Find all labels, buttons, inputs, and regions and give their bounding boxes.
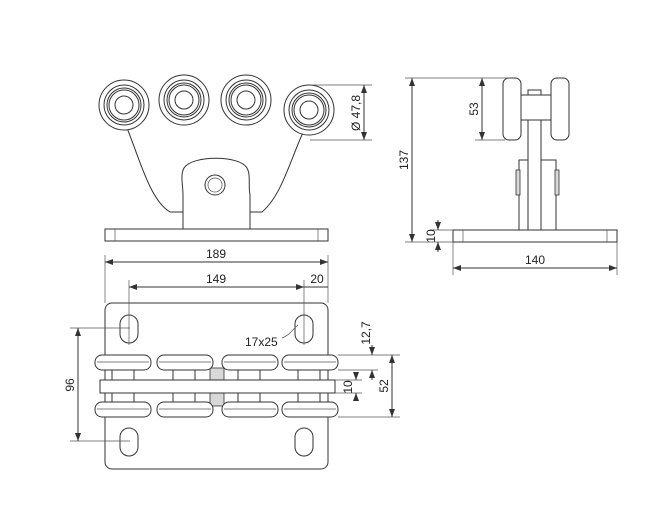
pivot-lug — [181, 157, 251, 229]
side-wheel — [550, 77, 570, 141]
mounting-slot — [119, 427, 139, 457]
bar-thickness-label: 10 — [341, 380, 355, 394]
side-wheel — [502, 77, 522, 141]
circlip-icon — [204, 174, 226, 196]
width-189-label: 189 — [206, 247, 226, 261]
plate-thickness-label: 10 — [424, 229, 438, 243]
front-view: Ø 47,8 — [98, 74, 372, 242]
wheel-icon — [98, 79, 150, 131]
wheel-diameter-label: Ø 47,8 — [349, 95, 363, 131]
vertical-spacing-label: 96 — [63, 378, 77, 392]
edge-offset-label: 20 — [310, 272, 324, 286]
hole-spacing-label: 149 — [206, 272, 226, 286]
overall-height-label: 137 — [397, 150, 411, 170]
base-plate-front — [104, 228, 329, 242]
plan-wheels — [94, 354, 339, 418]
center-bar — [99, 379, 336, 394]
side-wheel-height-label: 53 — [467, 102, 481, 116]
slot-size-label: 17x25 — [245, 335, 278, 349]
wheel-thickness-label: 12,7 — [359, 321, 373, 345]
mounting-slot — [294, 427, 314, 457]
wheel-icon — [158, 74, 210, 126]
base-plate-side — [452, 229, 618, 243]
plate-length-label: 140 — [525, 253, 545, 267]
side-view: 137 53 10 140 — [397, 77, 618, 275]
front-wheels — [98, 74, 335, 136]
wheel-icon — [220, 74, 272, 126]
wheel-icon — [283, 84, 335, 136]
plan-view: 189 149 20 17x25 96 12,7 10 52 — [63, 247, 400, 470]
wheel-span-label: 52 — [377, 379, 391, 393]
